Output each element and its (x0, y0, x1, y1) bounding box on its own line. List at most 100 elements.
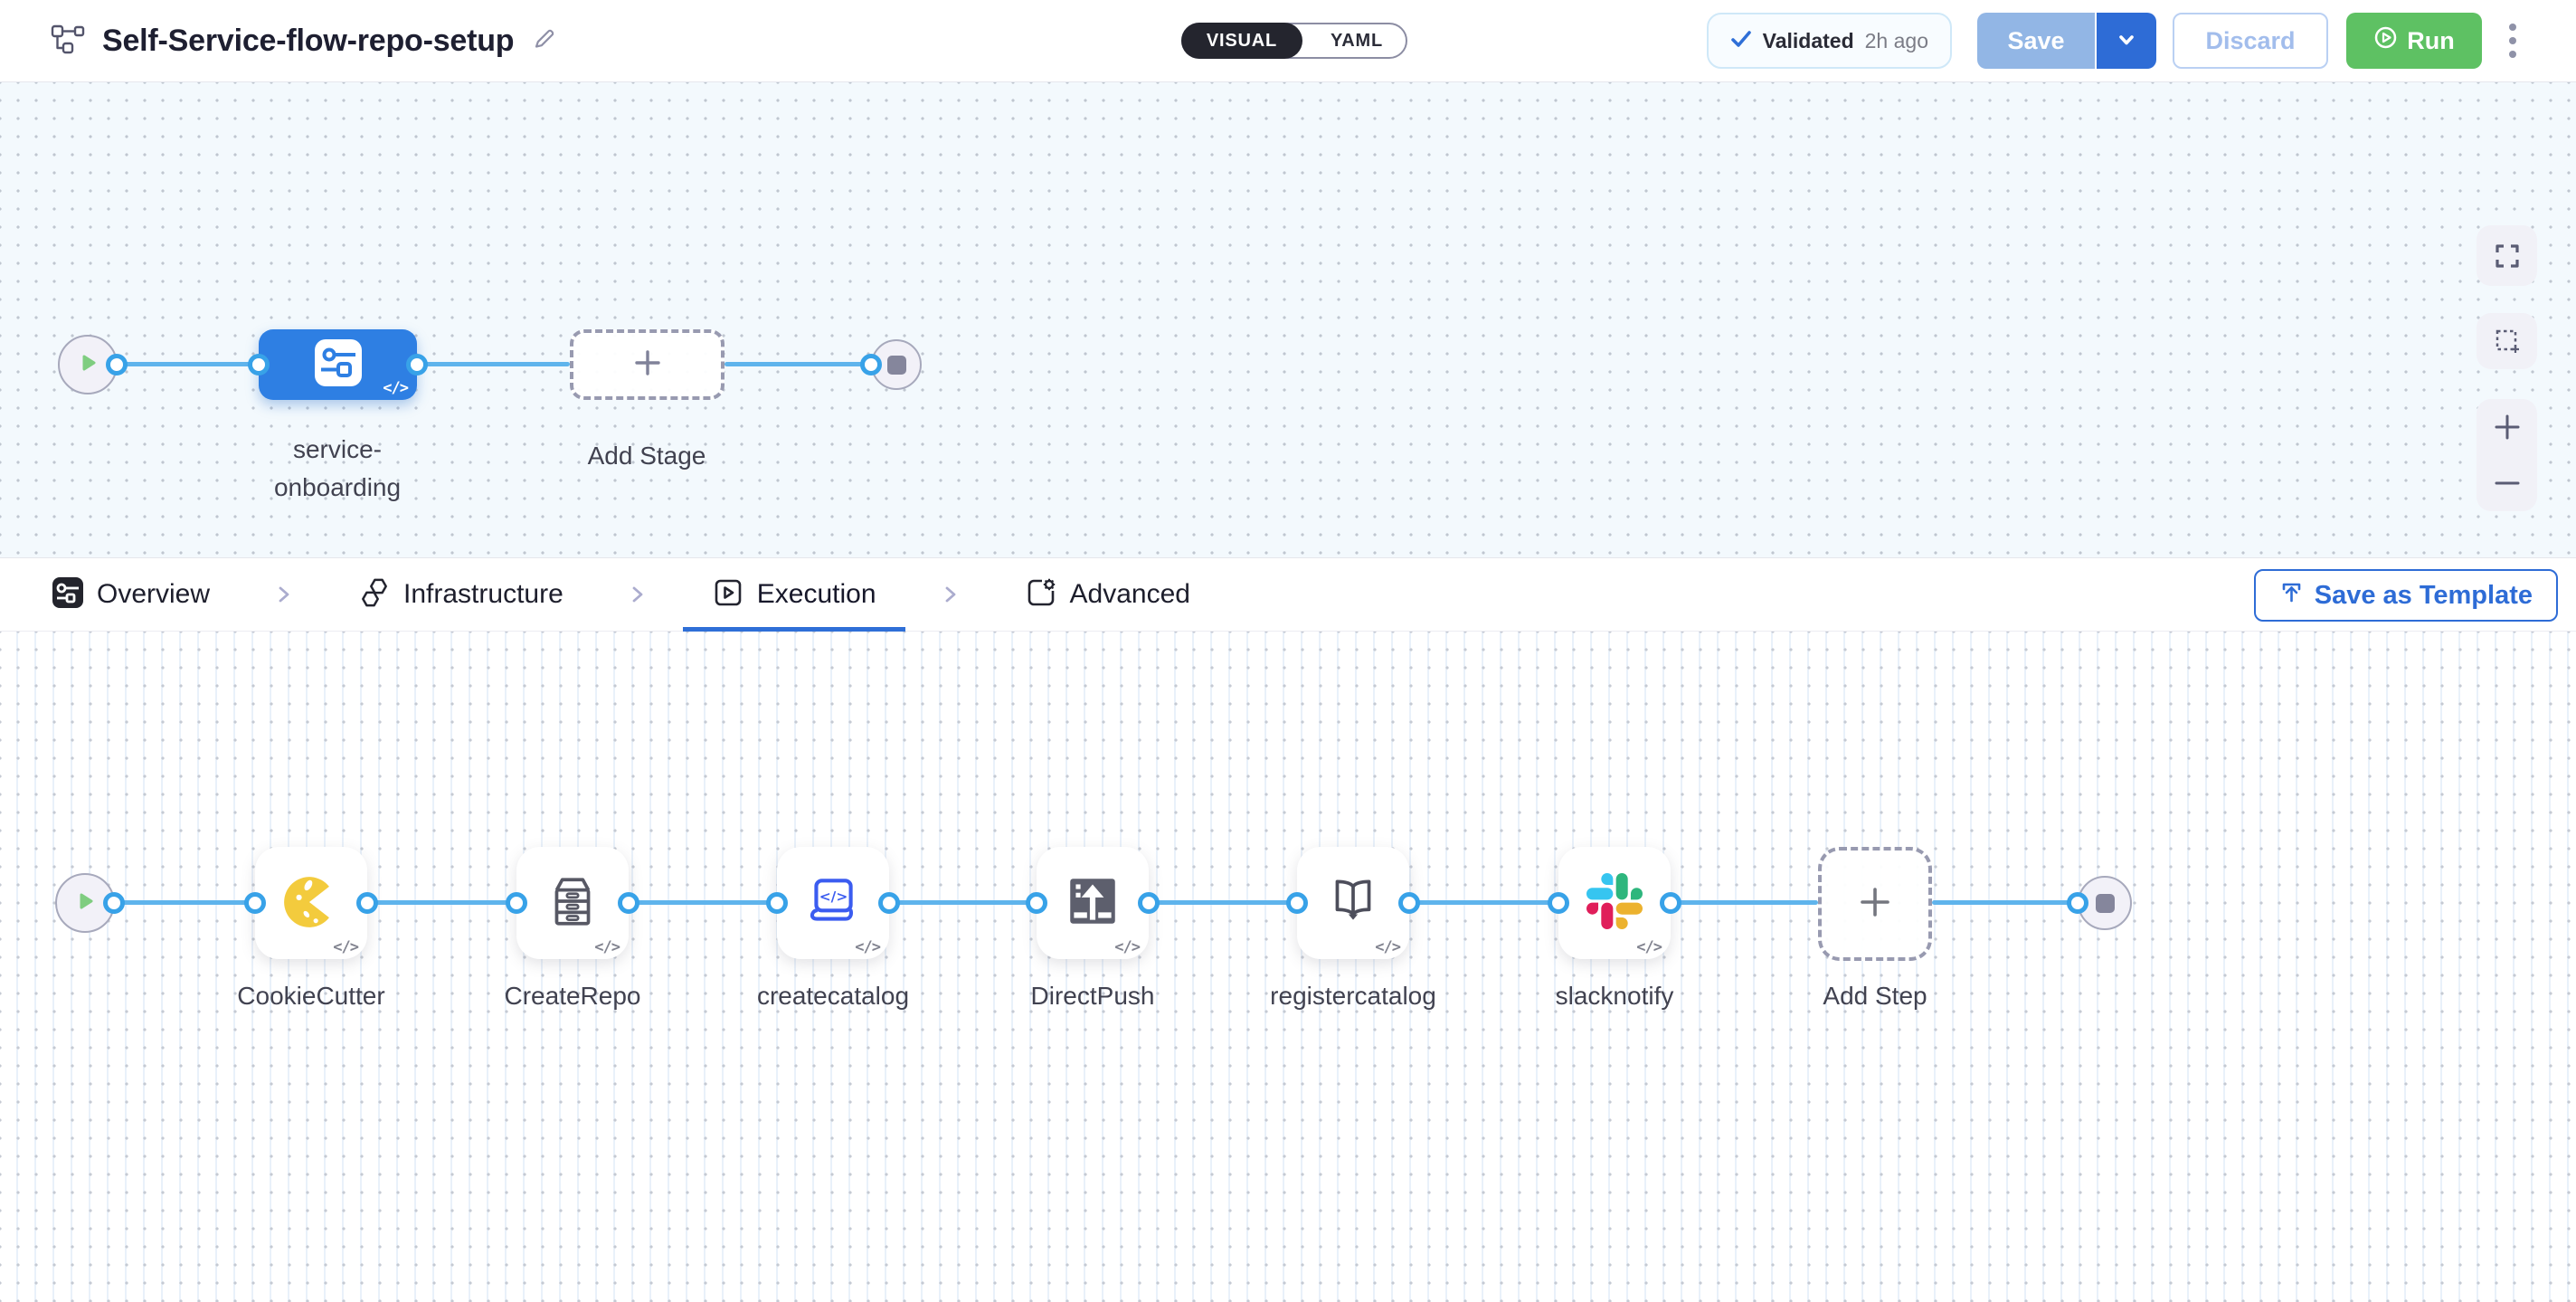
canvas-controls-zoom (2477, 399, 2537, 511)
check-icon (1730, 29, 1752, 53)
connector-line (889, 900, 1037, 905)
code-badge: </> (1636, 938, 1662, 956)
push-upload-icon (1063, 871, 1122, 936)
canvas-controls-select (2477, 313, 2537, 369)
tab-execution-label: Execution (756, 579, 876, 609)
code-catalog-icon: </> (803, 871, 863, 936)
plus-icon (1855, 882, 1895, 927)
canvas-controls-expand (2477, 225, 2537, 286)
code-badge: </> (594, 938, 620, 956)
run-button[interactable]: Run (2346, 13, 2482, 69)
visual-yaml-toggle: VISUAL YAML (1181, 23, 1407, 59)
code-badge: </> (383, 379, 409, 397)
drawer-cabinet-icon (543, 871, 602, 936)
svg-text:</>: </> (819, 889, 848, 905)
save-button[interactable]: Save (1977, 13, 2097, 69)
tab-advanced[interactable]: Advanced (1025, 557, 1190, 632)
open-book-icon (1323, 871, 1383, 936)
add-step-button[interactable] (1818, 847, 1932, 961)
save-as-template-button[interactable]: Save as Template (2253, 569, 2558, 622)
step-slacknotify[interactable]: </> (1558, 847, 1671, 959)
add-stage-button[interactable] (570, 329, 724, 400)
run-label: Run (2407, 26, 2455, 54)
save-options-caret[interactable] (2097, 13, 2156, 69)
upload-template-icon (2279, 580, 2304, 612)
stage-tabbar: Overview Infrastructure (0, 557, 2576, 632)
toggle-yaml[interactable]: YAML (1330, 30, 1384, 51)
edit-pencil-icon[interactable] (530, 25, 557, 57)
tab-execution[interactable]: Execution (682, 557, 905, 632)
code-badge: </> (1375, 938, 1401, 956)
tab-overview[interactable]: Overview (52, 557, 210, 632)
step-label: CreateRepo (504, 982, 641, 1010)
validated-badge[interactable]: Validated 2h ago (1706, 13, 1952, 69)
step-registercatalog[interactable]: </> (1297, 847, 1409, 959)
execution-play-icon (712, 576, 744, 613)
port[interactable] (1026, 892, 1047, 914)
add-stage-label: Add Stage (587, 442, 706, 470)
code-badge: </> (1114, 938, 1141, 956)
chevron-down-icon (2117, 30, 2136, 52)
port[interactable] (1286, 892, 1308, 914)
step-cookiecutter[interactable]: </> (255, 847, 367, 959)
port[interactable] (506, 892, 527, 914)
stage-canvas[interactable]: </> service-onboarding Add Stage (0, 82, 2576, 557)
validated-time: 2h ago (1864, 28, 1928, 52)
connector-line (114, 900, 255, 905)
advanced-doc-gear-icon (1025, 576, 1057, 613)
code-badge: </> (855, 938, 881, 956)
port[interactable] (766, 892, 788, 914)
port[interactable] (860, 354, 882, 375)
tab-infrastructure-label: Infrastructure (403, 579, 564, 609)
toggle-visual[interactable]: VISUAL (1181, 23, 1302, 59)
step-label: DirectPush (1030, 982, 1155, 1010)
tab-advanced-label: Advanced (1069, 579, 1190, 609)
port[interactable] (878, 892, 900, 914)
marquee-select-icon[interactable] (2477, 313, 2537, 369)
port[interactable] (103, 892, 125, 914)
play-icon (73, 889, 97, 917)
play-icon (76, 351, 99, 379)
slack-icon (1586, 872, 1643, 934)
connector-line (417, 362, 570, 366)
connector-line (117, 362, 259, 366)
stage-label: service-onboarding (273, 435, 402, 501)
port[interactable] (2067, 892, 2088, 914)
port[interactable] (356, 892, 378, 914)
port[interactable] (1660, 892, 1681, 914)
chevron-right-icon (273, 584, 295, 605)
zoom-in-icon[interactable] (2477, 399, 2537, 455)
port[interactable] (406, 354, 428, 375)
step-label: registercatalog (1270, 982, 1436, 1010)
infrastructure-hexagons-icon (358, 576, 391, 613)
step-createcatalog[interactable]: </> </> (777, 847, 889, 959)
connector-line (1932, 900, 2078, 905)
connector-line (1149, 900, 1297, 905)
tab-infrastructure[interactable]: Infrastructure (358, 557, 564, 632)
step-label: createcatalog (756, 982, 910, 1010)
port[interactable] (244, 892, 266, 914)
port[interactable] (1398, 892, 1420, 914)
more-options-kebab[interactable] (2504, 18, 2522, 63)
header-actions: Validated 2h ago Save Discard (1706, 13, 2522, 69)
zoom-out-icon[interactable] (2477, 455, 2537, 511)
fullscreen-icon[interactable] (2477, 228, 2537, 284)
port[interactable] (248, 354, 270, 375)
connector-line (1671, 900, 1818, 905)
validated-label: Validated (1762, 28, 1854, 52)
discard-button[interactable]: Discard (2173, 13, 2328, 69)
port[interactable] (618, 892, 639, 914)
save-split-button: Save (1977, 13, 2156, 69)
header: Self-Service-flow-repo-setup VISUAL YAML… (0, 0, 2576, 82)
step-createrepo[interactable]: </> (516, 847, 629, 959)
execution-canvas[interactable]: </> </> (0, 632, 2576, 1302)
step-label: slacknotify (1555, 982, 1674, 1010)
port[interactable] (1138, 892, 1160, 914)
port[interactable] (1548, 892, 1569, 914)
port[interactable] (106, 354, 128, 375)
tab-overview-label: Overview (97, 579, 211, 609)
stop-icon (2095, 893, 2115, 913)
stage-node-service-onboarding[interactable]: </> (259, 329, 417, 400)
step-directpush[interactable]: </> (1037, 847, 1149, 959)
